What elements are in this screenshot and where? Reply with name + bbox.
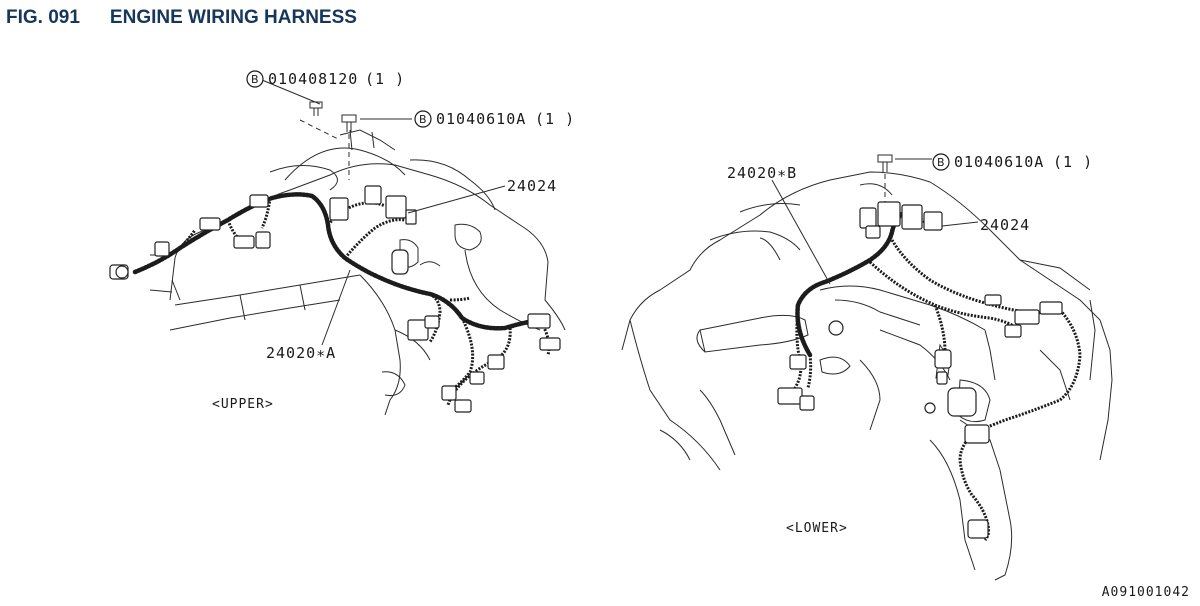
b-circle-icon: [932, 153, 950, 171]
figure-code: A091001042: [1101, 585, 1190, 600]
bolt-1-symbol: B: [251, 73, 259, 86]
lower-bolt-part-number: 01040610A: [954, 153, 1044, 171]
upper-connectors: [109, 185, 561, 413]
bolt-2-symbol: B: [419, 113, 427, 126]
upper-part-24024-label: 24024: [507, 177, 557, 195]
upper-bolt-callout-2: B 01040610A (1 ): [414, 110, 575, 128]
upper-view: B 010408120 (1 ) B 01040610A (1 ) 24024 …: [109, 70, 575, 416]
upper-bolts: [299, 101, 412, 180]
lower-engine-outline: [621, 171, 1113, 581]
lower-bolt-symbol: B: [937, 156, 945, 169]
lower-bolt-qty: (1 ): [1053, 153, 1093, 171]
lower-bolt: [877, 154, 932, 202]
lower-part-24020b-label: 24020∗B: [727, 164, 797, 182]
lower-view: B 01040610A (1 ) 24020∗B 24024 <LOWER>: [621, 153, 1113, 581]
b-circle-icon: [414, 110, 432, 128]
figure-title: ENGINE WIRING HARNESS: [109, 7, 357, 28]
upper-leader-24020a: [321, 269, 351, 346]
bolt-2-part-number: 01040610A: [436, 110, 526, 128]
lower-connectors: [777, 201, 1063, 539]
upper-engine-outline: [149, 129, 566, 416]
upper-bolt-callout-1: B 010408120 (1 ): [246, 70, 405, 88]
bolt-1-qty: (1 ): [365, 70, 405, 88]
lower-view-label: <LOWER>: [786, 521, 848, 536]
lower-leader-24024: [941, 221, 979, 227]
lower-bolt-callout: B 01040610A (1 ): [932, 153, 1093, 171]
upper-leader-24024: [407, 185, 506, 214]
upper-view-label: <UPPER>: [212, 397, 274, 412]
upper-leader-bolt1: [261, 79, 321, 105]
bolt-2-qty: (1 ): [535, 110, 575, 128]
lower-leader-24020b: [771, 179, 831, 285]
b-circle-icon: [246, 70, 264, 88]
figure-number: FIG. 091: [6, 7, 80, 28]
figure-header: FIG. 091 ENGINE WIRING HARNESS: [6, 4, 357, 32]
upper-part-24020a-label: 24020∗A: [266, 344, 336, 362]
lower-part-24024-label: 24024: [980, 216, 1030, 234]
bolt-1-part-number: 010408120: [268, 70, 358, 88]
